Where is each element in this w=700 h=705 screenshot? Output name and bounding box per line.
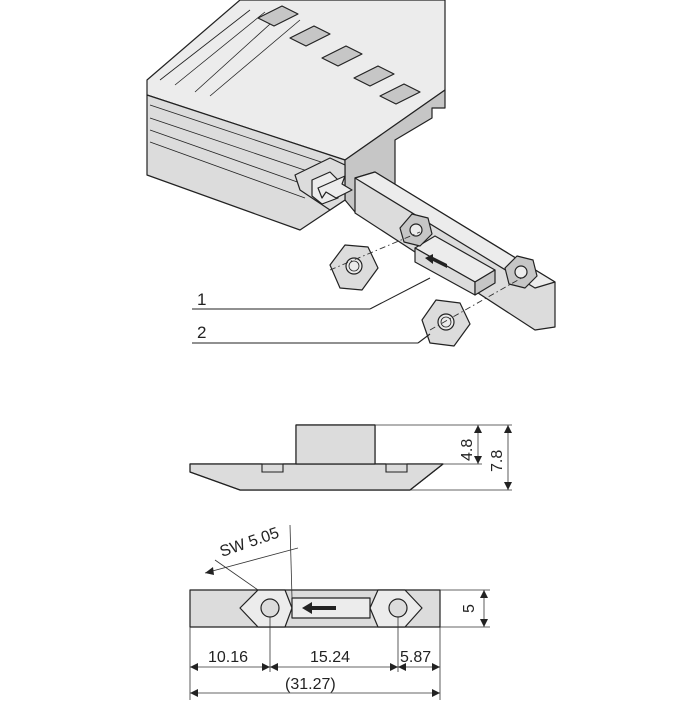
dim-left: 10.16: [208, 649, 248, 666]
dim-middle: 15.24: [310, 649, 350, 666]
side-view: 4.8 7.8: [189, 424, 512, 491]
slot-bar: [354, 171, 556, 331]
callout-1: 1: [197, 290, 206, 309]
top-view: SW 5.05 5 10.16 15.24 5.87 (31.27): [189, 525, 490, 700]
dim-overall: (31.27): [285, 676, 336, 693]
dim-height-top: 4.8: [459, 439, 476, 461]
hex-nut-right: [421, 299, 471, 347]
dim-height-total: 7.8: [489, 450, 506, 472]
rail-slots: [257, 5, 421, 105]
direction-arrow-top-icon: [302, 602, 336, 614]
callout-2: 2: [197, 323, 206, 342]
dim-width: 5: [461, 604, 478, 613]
direction-arrow-icon: [425, 254, 447, 268]
hex-nut-left: [329, 244, 379, 291]
insert-arrow-icon: [317, 175, 353, 199]
dim-right: 5.87: [400, 649, 431, 666]
